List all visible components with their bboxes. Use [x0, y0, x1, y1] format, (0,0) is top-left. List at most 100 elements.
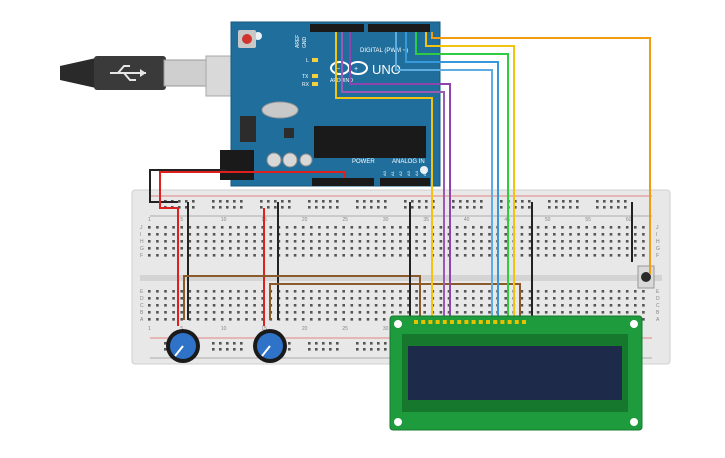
breadboard-hole[interactable]: [180, 297, 183, 300]
breadboard-hole[interactable]: [463, 247, 467, 250]
breadboard-hole[interactable]: [148, 304, 151, 307]
breadboard-hole[interactable]: [358, 247, 362, 250]
breadboard-hole[interactable]: [322, 348, 325, 351]
breadboard-hole[interactable]: [245, 240, 248, 243]
breadboard-hole[interactable]: [472, 297, 475, 300]
breadboard-hole[interactable]: [407, 233, 410, 236]
breadboard-hole[interactable]: [423, 254, 426, 257]
breadboard-hole[interactable]: [404, 206, 407, 209]
breadboard-hole[interactable]: [164, 348, 167, 351]
breadboard-hole[interactable]: [610, 206, 613, 209]
breadboard-hole[interactable]: [528, 240, 532, 243]
breadboard-hole[interactable]: [156, 290, 159, 293]
breadboard-hole[interactable]: [308, 206, 311, 209]
breadboard-hole[interactable]: [285, 233, 289, 236]
breadboard-hole[interactable]: [423, 226, 426, 229]
breadboard-hole[interactable]: [617, 233, 621, 236]
breadboard-hole[interactable]: [196, 254, 200, 257]
breadboard-hole[interactable]: [301, 233, 305, 236]
breadboard-hole[interactable]: [212, 304, 216, 307]
breadboard-hole[interactable]: [204, 297, 208, 300]
breadboard-hole[interactable]: [585, 290, 588, 293]
breadboard-hole[interactable]: [237, 311, 240, 314]
breadboard-hole[interactable]: [407, 311, 410, 314]
breadboard-hole[interactable]: [455, 226, 459, 229]
breadboard-hole[interactable]: [226, 206, 229, 209]
breadboard-hole[interactable]: [318, 304, 321, 307]
breadboard-hole[interactable]: [521, 206, 524, 209]
breadboard-hole[interactable]: [336, 348, 339, 351]
breadboard-hole[interactable]: [561, 226, 564, 229]
breadboard-hole[interactable]: [334, 233, 337, 236]
breadboard-hole[interactable]: [366, 254, 370, 257]
breadboard-hole[interactable]: [452, 200, 455, 203]
breadboard-hole[interactable]: [156, 240, 159, 243]
breadboard-hole[interactable]: [374, 318, 378, 321]
breadboard-hole[interactable]: [212, 200, 215, 203]
breadboard-hole[interactable]: [358, 254, 362, 257]
breadboard-hole[interactable]: [569, 311, 572, 314]
breadboard-hole[interactable]: [488, 233, 491, 236]
breadboard-hole[interactable]: [504, 311, 507, 314]
breadboard-hole[interactable]: [342, 233, 345, 236]
breadboard-hole[interactable]: [350, 311, 354, 314]
breadboard-hole[interactable]: [274, 200, 277, 203]
breadboard-hole[interactable]: [553, 311, 556, 314]
breadboard-hole[interactable]: [342, 311, 345, 314]
breadboard-hole[interactable]: [188, 311, 192, 314]
breadboard-hole[interactable]: [261, 290, 264, 293]
breadboard-hole[interactable]: [610, 200, 613, 203]
breadboard-hole[interactable]: [391, 311, 394, 314]
breadboard-hole[interactable]: [363, 342, 366, 345]
breadboard-hole[interactable]: [212, 297, 216, 300]
breadboard-hole[interactable]: [391, 240, 394, 243]
breadboard-hole[interactable]: [326, 304, 329, 307]
breadboard-hole[interactable]: [561, 311, 564, 314]
breadboard-hole[interactable]: [642, 254, 645, 257]
breadboard-hole[interactable]: [596, 206, 599, 209]
breadboard-hole[interactable]: [240, 206, 243, 209]
breadboard-hole[interactable]: [593, 304, 597, 307]
breadboard-hole[interactable]: [196, 297, 200, 300]
breadboard-hole[interactable]: [415, 247, 418, 250]
breadboard-hole[interactable]: [455, 304, 459, 307]
breadboard-hole[interactable]: [642, 318, 645, 321]
breadboard-hole[interactable]: [459, 200, 462, 203]
breadboard-hole[interactable]: [172, 318, 175, 321]
breadboard-hole[interactable]: [172, 290, 175, 293]
breadboard-hole[interactable]: [399, 290, 402, 293]
breadboard-hole[interactable]: [212, 311, 216, 314]
breadboard-hole[interactable]: [267, 200, 270, 203]
breadboard-hole[interactable]: [172, 304, 175, 307]
breadboard-hole[interactable]: [164, 290, 167, 293]
breadboard-hole[interactable]: [285, 240, 289, 243]
breadboard-hole[interactable]: [601, 297, 605, 300]
breadboard-hole[interactable]: [318, 297, 321, 300]
breadboard-hole[interactable]: [415, 304, 418, 307]
breadboard-hole[interactable]: [480, 304, 483, 307]
breadboard-hole[interactable]: [188, 304, 192, 307]
breadboard-hole[interactable]: [148, 226, 151, 229]
breadboard-hole[interactable]: [285, 290, 289, 293]
breadboard-hole[interactable]: [261, 226, 264, 229]
breadboard-hole[interactable]: [301, 304, 305, 307]
breadboard-hole[interactable]: [293, 240, 297, 243]
breadboard-hole[interactable]: [561, 233, 564, 236]
breadboard-hole[interactable]: [240, 200, 243, 203]
breadboard-hole[interactable]: [180, 240, 183, 243]
breadboard-hole[interactable]: [334, 304, 337, 307]
breadboard-hole[interactable]: [609, 297, 613, 300]
breadboard-hole[interactable]: [288, 200, 291, 203]
breadboard-hole[interactable]: [220, 226, 224, 229]
breadboard-hole[interactable]: [334, 290, 337, 293]
breadboard-hole[interactable]: [585, 226, 588, 229]
breadboard-hole[interactable]: [288, 342, 291, 345]
breadboard-hole[interactable]: [585, 304, 588, 307]
breadboard-hole[interactable]: [212, 342, 215, 345]
breadboard-hole[interactable]: [326, 318, 329, 321]
reset-button-cap[interactable]: [242, 34, 252, 44]
breadboard-hole[interactable]: [391, 297, 394, 300]
breadboard-hole[interactable]: [301, 290, 305, 293]
breadboard-hole[interactable]: [377, 206, 380, 209]
breadboard-hole[interactable]: [399, 254, 402, 257]
